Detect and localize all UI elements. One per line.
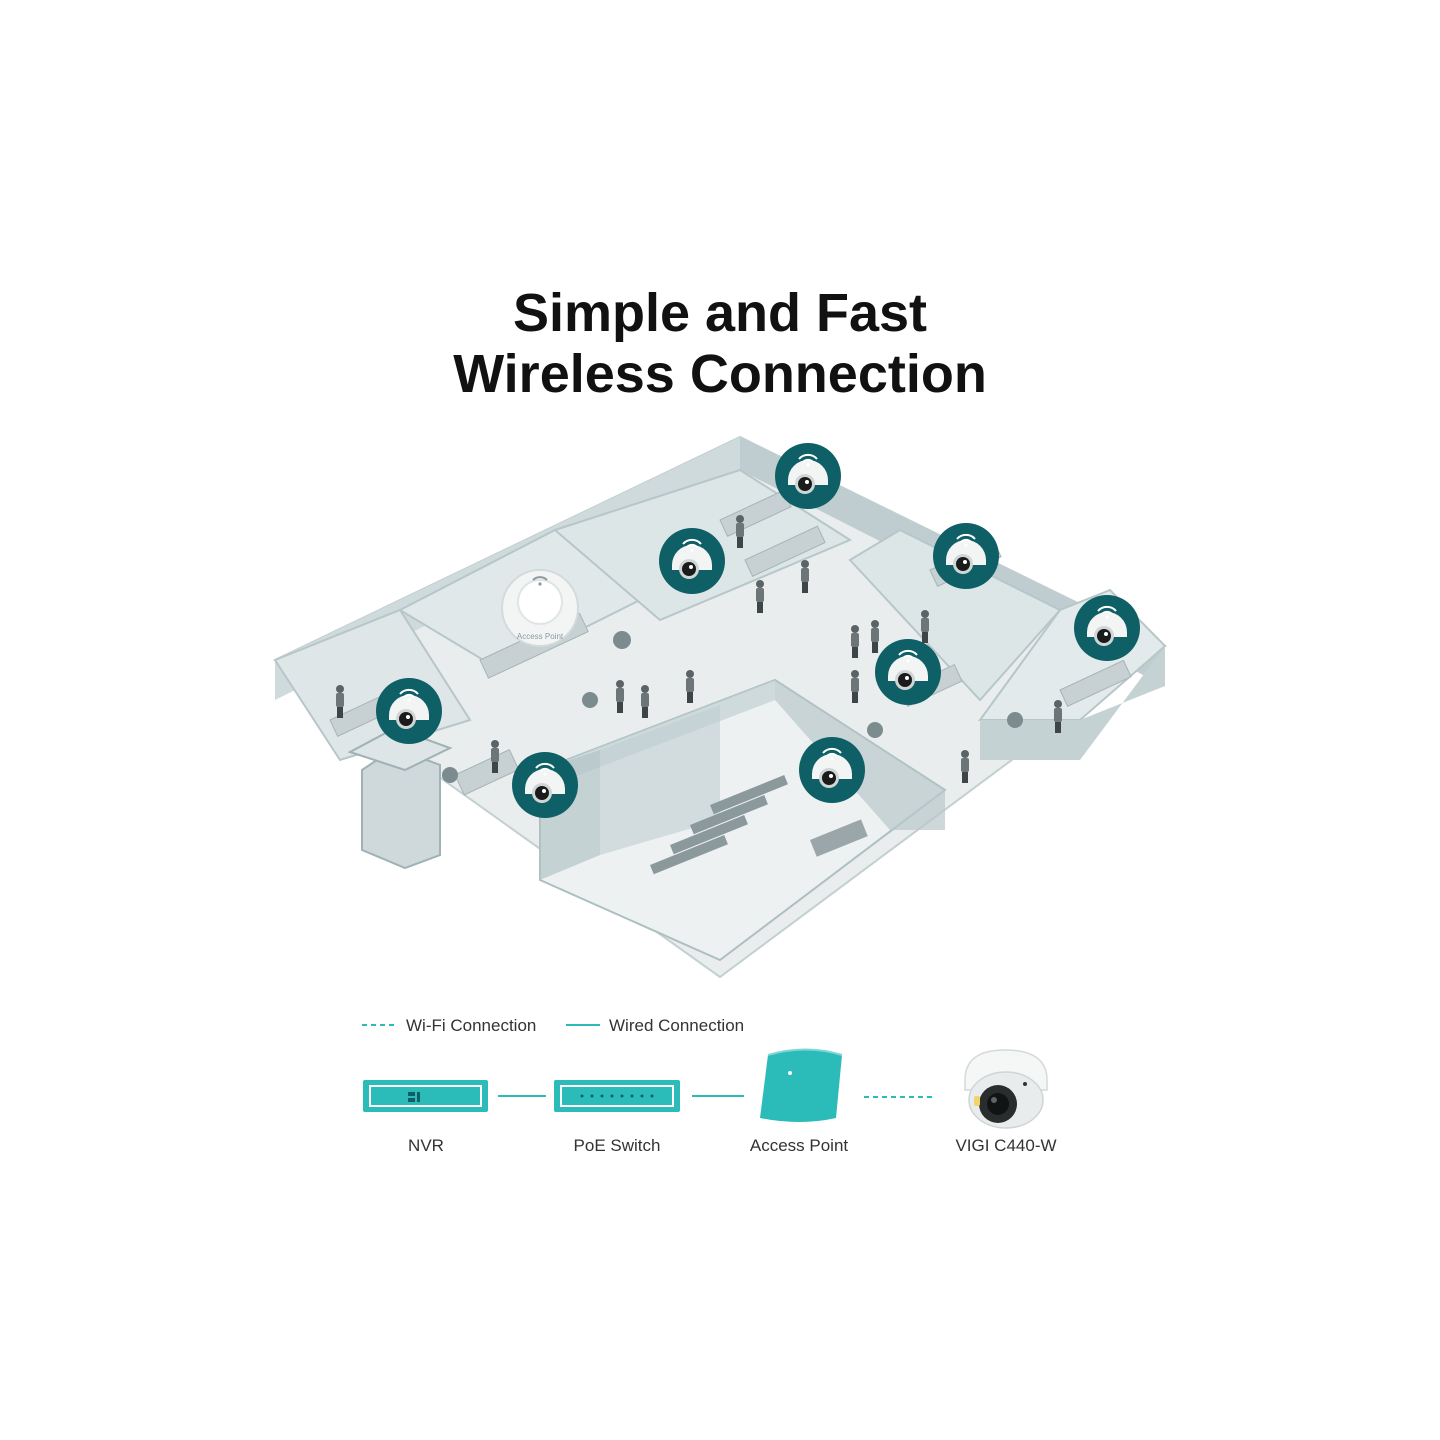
poe-switch-label: PoE Switch: [573, 1136, 661, 1155]
camera-badge-icon: [375, 677, 443, 745]
camera-badge-icon: [798, 736, 866, 804]
camera-badge-icon: [774, 442, 842, 510]
conference-seating: [650, 775, 868, 875]
conference-glass-wall-side: [600, 705, 720, 855]
access-point-badge-label: Access Point: [517, 632, 564, 641]
vigi-camera-product-icon: [964, 1049, 1048, 1129]
poe-switch-icon: [554, 1080, 680, 1112]
nvr-icon: [363, 1080, 488, 1112]
camera-badge-icon: [1073, 594, 1141, 662]
nvr-label: NVR: [408, 1136, 444, 1155]
legend-wifi-label: Wi-Fi Connection: [406, 1016, 537, 1035]
page-title-line-2: Wireless Connection: [453, 344, 987, 404]
camera-badge-icon: [658, 527, 726, 595]
access-point-badge: [501, 569, 579, 647]
legend-wired-label: Wired Connection: [609, 1016, 745, 1035]
camera-badge-icon: [511, 751, 579, 819]
right-wall-segment: [980, 646, 1165, 760]
page-title-line-1: Simple and Fast: [512, 283, 928, 343]
access-point-device-icon: [760, 1048, 843, 1122]
camera-badge-icon: [932, 522, 1000, 590]
access-point-label: Access Point: [749, 1136, 849, 1155]
camera-model-label: VIGI C440-W: [955, 1136, 1057, 1155]
camera-badge-icon: [874, 638, 942, 706]
elevator-top: [347, 726, 453, 772]
plants: [442, 631, 1023, 783]
